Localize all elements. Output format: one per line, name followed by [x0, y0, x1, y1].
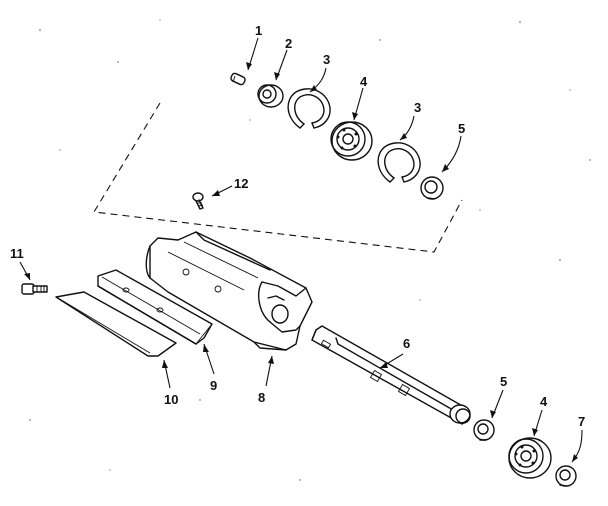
part-7-ring	[555, 465, 577, 487]
callout-5: 5	[458, 121, 465, 136]
callout-6: 6	[403, 336, 410, 351]
part-1-pin	[230, 72, 246, 86]
part-5-snap-ring-upper	[420, 176, 444, 200]
part-3-retaining-ring-upper	[287, 88, 331, 129]
callout-4: 4	[360, 74, 368, 89]
part-9-gib-wedge	[97, 269, 213, 345]
callout-9: 9	[210, 378, 217, 393]
dashed-assembly-bracket	[93, 102, 463, 253]
callout-1: 1	[255, 23, 262, 38]
part-11-bolt	[21, 283, 48, 295]
callout-5: 5	[500, 374, 507, 389]
part-5-snap-ring-lower	[473, 419, 495, 441]
paper-speckle	[29, 19, 591, 481]
callout-11: 11	[10, 246, 24, 261]
part-2-bushing	[257, 84, 284, 108]
callout-labels: 1 2 3 4 3 5 12 11 6 5 4 7 10 9 8	[10, 23, 585, 429]
callout-8: 8	[258, 390, 265, 405]
callout-3: 3	[414, 100, 421, 115]
part-4-bearing-upper	[330, 121, 373, 161]
part-3-retaining-ring-lower	[377, 142, 421, 183]
callout-4: 4	[540, 394, 548, 409]
leader-arrows	[19, 37, 583, 463]
part-8-cutterhead	[145, 231, 313, 351]
callout-10: 10	[164, 392, 178, 407]
part-6-shaft	[311, 325, 471, 425]
callout-2: 2	[285, 36, 292, 51]
callout-3: 3	[323, 52, 330, 67]
part-12-set-screw	[192, 192, 204, 210]
callout-7: 7	[578, 414, 585, 429]
part-4-bearing-lower	[508, 437, 552, 479]
part-10-knife-blade	[55, 291, 177, 357]
callout-12: 12	[234, 176, 248, 191]
